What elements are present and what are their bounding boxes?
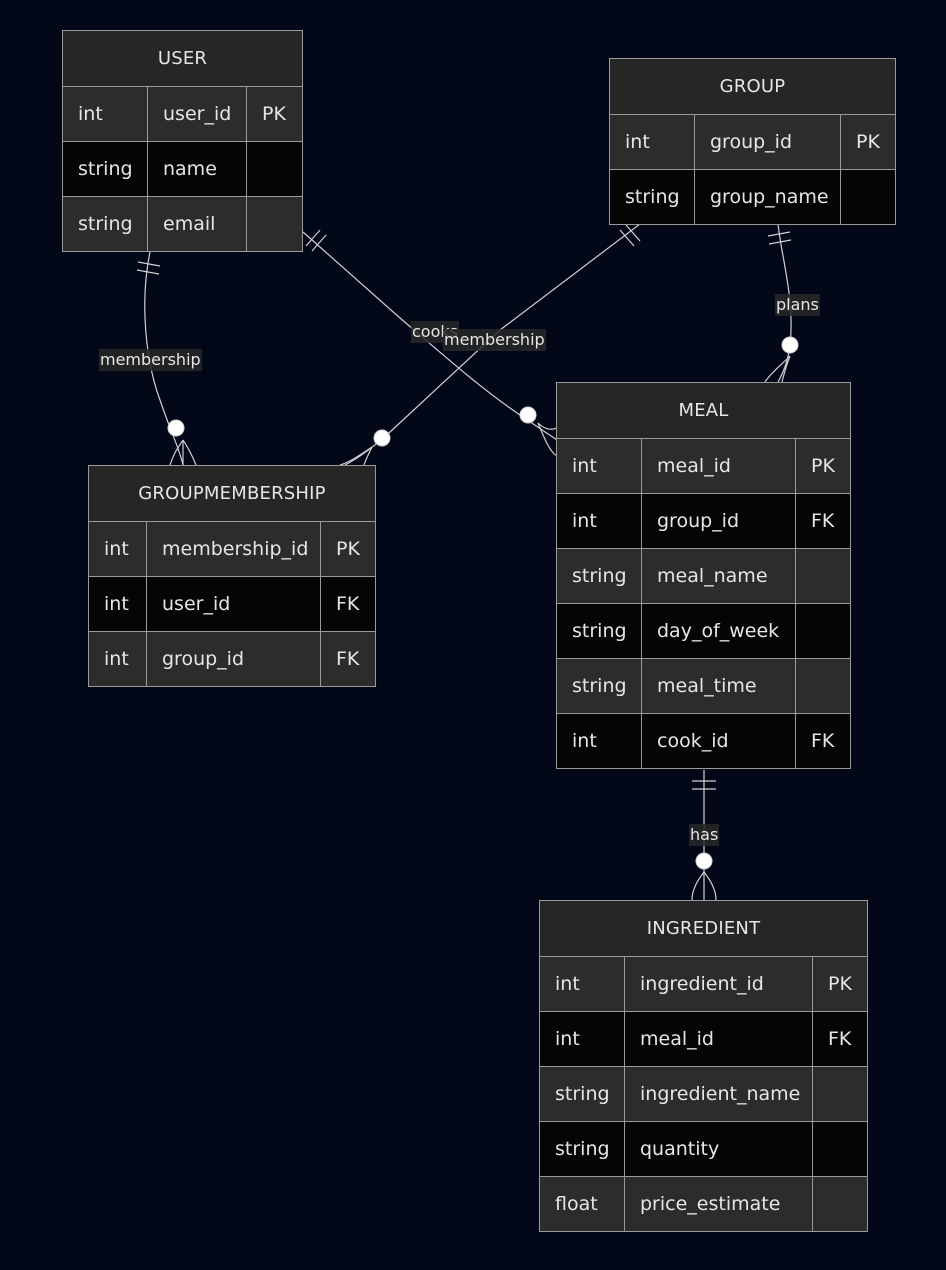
attr-key: PK	[856, 131, 880, 153]
attr-name: quantity	[625, 1122, 813, 1176]
edge-end-circle	[373, 429, 391, 447]
attr-name: meal_id	[625, 1012, 813, 1066]
entity-user[interactable]: USER int user_id PK string name string e…	[62, 30, 303, 252]
attr-name: cook_id	[642, 714, 796, 768]
attr-name: meal_id	[642, 439, 796, 493]
attr-name: meal_time	[642, 659, 796, 713]
edge-user-meal	[302, 231, 558, 441]
edge-label-group-plans: plans	[775, 294, 820, 316]
attribute-row: string day_of_week	[557, 604, 850, 659]
edge-group-meal	[777, 223, 792, 383]
entity-title: GROUPMEMBERSHIP	[89, 466, 375, 522]
attribute-row: string group_name	[610, 170, 895, 224]
attr-name: membership_id	[147, 522, 321, 576]
attr-name: price_estimate	[625, 1177, 813, 1231]
attr-type: string	[557, 659, 642, 713]
attr-key: FK	[336, 593, 360, 615]
attr-type: string	[540, 1067, 625, 1121]
attr-key: PK	[336, 538, 360, 560]
attr-key	[247, 197, 302, 251]
attr-key: PK	[262, 103, 286, 125]
attr-type: string	[540, 1122, 625, 1176]
edge-label-meal-has: has	[689, 824, 720, 846]
attribute-row: int cook_id FK	[557, 714, 850, 768]
attr-name: ingredient_name	[625, 1067, 813, 1121]
attr-key	[796, 604, 850, 658]
attr-type: int	[540, 1012, 625, 1066]
entity-title: MEAL	[557, 383, 850, 439]
attr-key	[841, 170, 895, 224]
entity-groupmembership[interactable]: GROUPMEMBERSHIP int membership_id PK int…	[88, 465, 376, 687]
attr-key	[813, 1067, 867, 1121]
attr-key	[796, 549, 850, 603]
attr-type: string	[63, 142, 148, 196]
attr-type: string	[557, 549, 642, 603]
attribute-row: int user_id FK	[89, 577, 375, 632]
attr-type: string	[63, 197, 148, 251]
attribute-row: int user_id PK	[63, 87, 302, 142]
attr-name: user_id	[147, 577, 321, 631]
edge-label-user-membership: membership	[99, 349, 202, 371]
attribute-row: float price_estimate	[540, 1177, 867, 1231]
edge-user-groupmembership	[144, 251, 184, 466]
entity-ingredient[interactable]: INGREDIENT int ingredient_id PK int meal…	[539, 900, 868, 1232]
attr-name: name	[148, 142, 247, 196]
attribute-row: string name	[63, 142, 302, 197]
attribute-row: string quantity	[540, 1122, 867, 1177]
attribute-row: string ingredient_name	[540, 1067, 867, 1122]
attr-key: FK	[336, 648, 360, 670]
attr-type: int	[557, 714, 642, 768]
attr-type: int	[89, 522, 147, 576]
edge-end-circle	[781, 336, 799, 354]
attr-key: FK	[811, 730, 835, 752]
entity-title: USER	[63, 31, 302, 87]
attr-type: int	[89, 577, 147, 631]
attribute-row: int membership_id PK	[89, 522, 375, 577]
edge-end-circle	[695, 852, 713, 870]
attr-type: int	[63, 87, 148, 141]
attribute-row: string email	[63, 197, 302, 251]
attr-type: int	[610, 115, 695, 169]
attr-key	[247, 142, 302, 196]
edge-label-group-membership: membership	[443, 329, 546, 351]
entity-title: INGREDIENT	[540, 901, 867, 957]
attr-name: email	[148, 197, 247, 251]
attr-type: string	[557, 604, 642, 658]
attr-name: group_id	[642, 494, 796, 548]
attr-name: ingredient_id	[625, 957, 813, 1011]
attr-key	[796, 659, 850, 713]
attribute-row: int group_id FK	[557, 494, 850, 549]
attr-key: FK	[828, 1028, 852, 1050]
attr-key	[813, 1177, 867, 1231]
attr-name: user_id	[148, 87, 247, 141]
attribute-row: int group_id FK	[89, 632, 375, 686]
attr-name: group_id	[147, 632, 321, 686]
attribute-row: string meal_time	[557, 659, 850, 714]
entity-title: GROUP	[610, 59, 895, 115]
edge-end-circle	[167, 419, 185, 437]
attribute-row: string meal_name	[557, 549, 850, 604]
entity-meal[interactable]: MEAL int meal_id PK int group_id FK stri…	[556, 382, 851, 769]
attr-key: FK	[811, 510, 835, 532]
attribute-row: int meal_id FK	[540, 1012, 867, 1067]
attr-name: meal_name	[642, 549, 796, 603]
attr-type: int	[557, 439, 642, 493]
edge-end-circle	[519, 406, 537, 424]
attr-name: group_id	[695, 115, 841, 169]
attr-name: group_name	[695, 170, 841, 224]
attr-type: float	[540, 1177, 625, 1231]
entity-group[interactable]: GROUP int group_id PK string group_name	[609, 58, 896, 225]
attr-type: int	[557, 494, 642, 548]
attribute-row: int ingredient_id PK	[540, 957, 867, 1012]
attribute-row: int meal_id PK	[557, 439, 850, 494]
attr-key	[813, 1122, 867, 1176]
attr-name: day_of_week	[642, 604, 796, 658]
attr-type: int	[540, 957, 625, 1011]
attr-key: PK	[811, 455, 835, 477]
attr-type: int	[89, 632, 147, 686]
attr-key: PK	[828, 973, 852, 995]
attr-type: string	[610, 170, 695, 224]
attribute-row: int group_id PK	[610, 115, 895, 170]
